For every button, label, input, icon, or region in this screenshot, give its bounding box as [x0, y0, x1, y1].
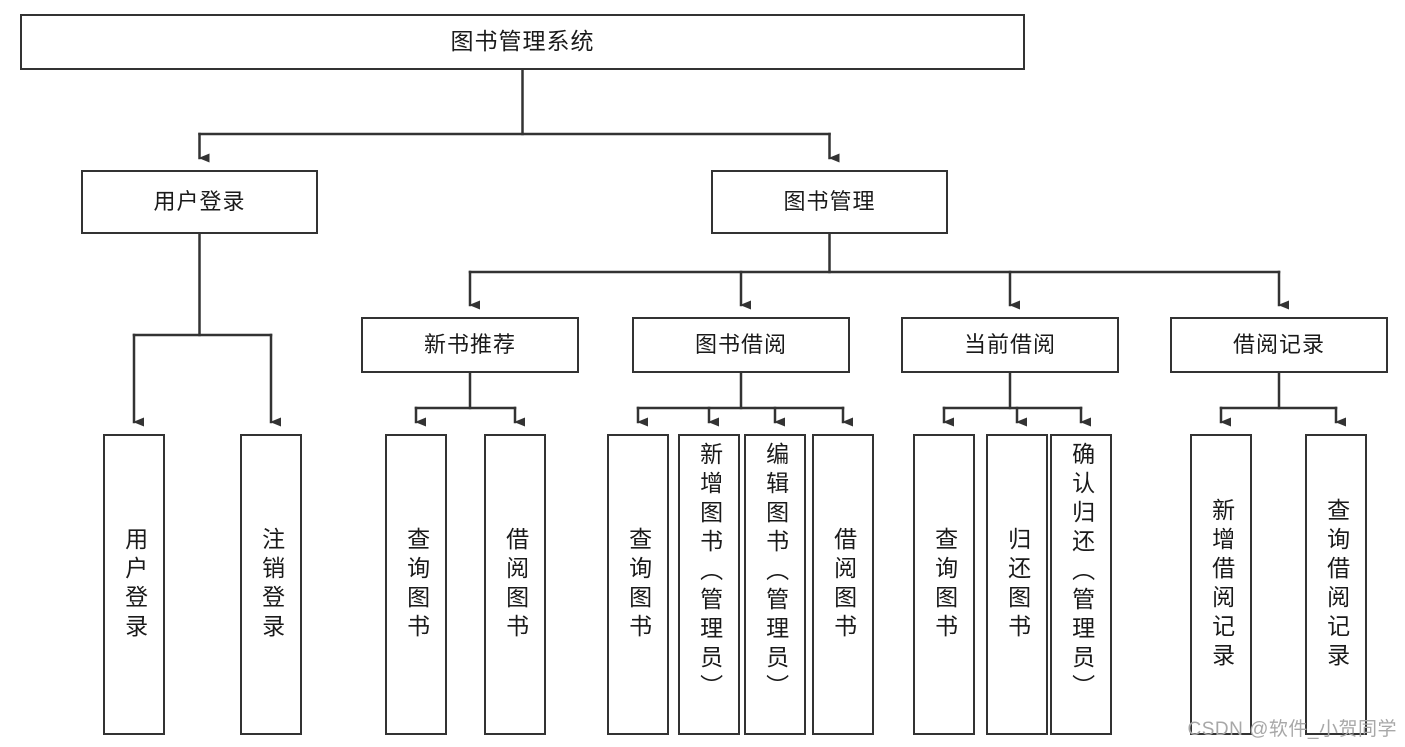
node-leaf-query-book-2[interactable]: 查询图书: [607, 434, 669, 735]
node-leaf-edit-book[interactable]: 编辑图书（管理员）: [744, 434, 806, 735]
node-leaf-add-record[interactable]: 新增借阅记录: [1190, 434, 1252, 735]
node-leaf-confirm-return-label: 确认归还（管理员）: [1068, 442, 1095, 703]
node-leaf-query-record[interactable]: 查询借阅记录: [1305, 434, 1367, 735]
node-new-book-recommend-label: 新书推荐: [423, 331, 516, 357]
watermark: CSDN @软件_小贺同学: [1187, 719, 1397, 740]
node-book-manage[interactable]: 图书管理: [711, 170, 948, 234]
node-leaf-return-book-label: 归还图书: [1004, 526, 1031, 643]
node-leaf-logout-label: 注销登录: [258, 526, 285, 643]
node-leaf-edit-book-label: 编辑图书（管理员）: [762, 442, 789, 703]
node-leaf-borrow-book-2[interactable]: 借阅图书: [812, 434, 874, 735]
node-leaf-add-book[interactable]: 新增图书（管理员）: [678, 434, 740, 735]
node-root[interactable]: 图书管理系统: [20, 14, 1025, 70]
node-book-borrow-label: 图书借阅: [694, 331, 787, 357]
node-new-book-recommend[interactable]: 新书推荐: [361, 317, 579, 373]
node-leaf-borrow-book-1[interactable]: 借阅图书: [484, 434, 546, 735]
node-current-borrow[interactable]: 当前借阅: [901, 317, 1119, 373]
node-borrow-record[interactable]: 借阅记录: [1170, 317, 1388, 373]
node-borrow-record-label: 借阅记录: [1232, 331, 1325, 357]
node-leaf-query-record-label: 查询借阅记录: [1323, 497, 1350, 672]
node-leaf-add-record-label: 新增借阅记录: [1208, 497, 1235, 672]
node-leaf-query-book-3-label: 查询图书: [931, 526, 958, 643]
node-leaf-query-book-1[interactable]: 查询图书: [385, 434, 447, 735]
node-leaf-user-login-label: 用户登录: [121, 526, 148, 643]
node-user-login[interactable]: 用户登录: [81, 170, 318, 234]
node-root-label: 图书管理系统: [450, 28, 595, 55]
node-leaf-query-book-3[interactable]: 查询图书: [913, 434, 975, 735]
node-book-borrow[interactable]: 图书借阅: [632, 317, 850, 373]
node-leaf-query-book-2-label: 查询图书: [625, 526, 652, 643]
node-leaf-borrow-book-2-label: 借阅图书: [830, 526, 857, 643]
node-leaf-confirm-return[interactable]: 确认归还（管理员）: [1050, 434, 1112, 735]
node-leaf-return-book[interactable]: 归还图书: [986, 434, 1048, 735]
node-leaf-borrow-book-1-label: 借阅图书: [502, 526, 529, 643]
node-book-manage-label: 图书管理: [783, 188, 876, 214]
node-user-login-label: 用户登录: [153, 188, 246, 214]
node-leaf-logout[interactable]: 注销登录: [240, 434, 302, 735]
node-leaf-add-book-label: 新增图书（管理员）: [696, 442, 723, 703]
node-current-borrow-label: 当前借阅: [963, 331, 1056, 357]
node-leaf-query-book-1-label: 查询图书: [403, 526, 430, 643]
node-leaf-user-login[interactable]: 用户登录: [103, 434, 165, 735]
